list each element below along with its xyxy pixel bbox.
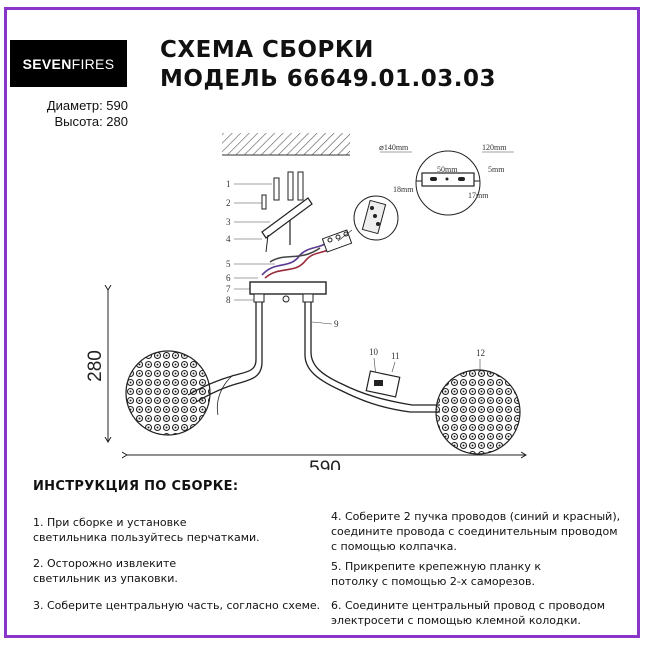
step-4-line-3: с помощью колпачка. (331, 540, 457, 553)
part-num-8: 8 (226, 295, 231, 305)
step-2-line-1: 2. Осторожно извлеките (33, 557, 177, 570)
title-line-1: СХЕМА СБОРКИ (160, 37, 374, 63)
bracket-width-label: 18mm (393, 185, 414, 194)
step-3: 3. Соберите центральную часть, согласно … (33, 598, 320, 613)
brand-light: FIRES (71, 55, 115, 72)
step-2-line-2: светильник из упаковки. (33, 572, 178, 585)
lamp-arms (187, 302, 440, 416)
switch-box (365, 370, 401, 398)
step-5-line-1: 5. Прикрепите крепежную планку к (331, 560, 541, 573)
dimensions-block: Диаметр: 590 Высота: 280 (28, 98, 128, 130)
part-num-3: 3 (226, 217, 231, 227)
bracket-spacing-label: 50mm (437, 165, 458, 174)
part-num-10: 10 (369, 347, 379, 357)
canopy (249, 281, 327, 303)
page-frame (4, 7, 640, 638)
step-5-line-2: потолку с помощью 2-х саморезов. (331, 575, 535, 588)
title-line-2: МОДЕЛЬ 66649.01.03.03 (160, 66, 497, 92)
page-title: СХЕМА СБОРКИ МОДЕЛЬ 66649.01.03.03 (160, 36, 496, 94)
brand-bold: SEVEN (22, 55, 72, 72)
part-num-5: 5 (226, 259, 231, 269)
step-6: 6. Соедините центральный провод с провод… (331, 598, 605, 628)
step-3-line-1: 3. Соберите центральную часть, согласно … (33, 599, 321, 612)
height-label: Высота: 280 (54, 114, 128, 129)
wires (261, 239, 336, 279)
step-1-line-2: светильника пользуйтесь перчатками. (33, 531, 260, 544)
height-dimension: 280 (85, 290, 108, 442)
connector-block (321, 229, 353, 253)
mounting-bar (261, 197, 313, 253)
part-num-12: 12 (476, 348, 485, 358)
part-num-4: 4 (226, 234, 231, 244)
connector-detail (337, 195, 399, 242)
step-4-line-2: соедините провода с соединительным прово… (331, 525, 618, 538)
part-num-7: 7 (226, 284, 231, 294)
part-num-1: 1 (226, 179, 231, 189)
diameter-label: Диаметр: 590 (46, 98, 128, 113)
bracket-length-label: 120mm (482, 143, 507, 152)
step-1-line-1: 1. При сборке и установке (33, 516, 187, 529)
bracket-diameter-label: ⌀140mm (379, 143, 409, 152)
part-num-9: 9 (334, 319, 339, 329)
height-dimension-label: 280 (85, 350, 106, 382)
step-4-line-1: 4. Соберите 2 пучка проводов (синий и кр… (331, 510, 621, 523)
part-num-2: 2 (226, 198, 231, 208)
bracket-detail: ⌀140mm 120mm 50mm 5mm 18mm 17mm (379, 143, 514, 216)
instructions-title: ИНСТРУКЦИЯ ПО СБОРКЕ: (33, 479, 239, 494)
assembly-diagram: 1 2 3 4 5 6 7 8 9 10 11 12 (85, 133, 650, 470)
ceiling (222, 133, 350, 156)
part-num-11: 11 (391, 351, 400, 361)
part-num-6: 6 (226, 273, 231, 283)
left-globe (125, 350, 211, 436)
step-6-line-1: 6. Соедините центральный провод с провод… (331, 599, 606, 612)
right-globe (435, 369, 521, 455)
step-2: 2. Осторожно извлеките светильник из упа… (33, 556, 178, 586)
step-4: 4. Соберите 2 пучка проводов (синий и кр… (331, 509, 620, 554)
step-6-line-2: электросети с помощью клемной колодки. (331, 614, 581, 627)
bracket-height-label: 17mm (468, 191, 489, 200)
step-1: 1. При сборке и установке светильника по… (33, 515, 260, 545)
width-dimension: 590 (127, 455, 526, 470)
bracket-hole-label: 5mm (488, 165, 505, 174)
step-5: 5. Прикрепите крепежную планку к потолку… (331, 559, 541, 589)
width-dimension-label: 590 (309, 458, 341, 470)
